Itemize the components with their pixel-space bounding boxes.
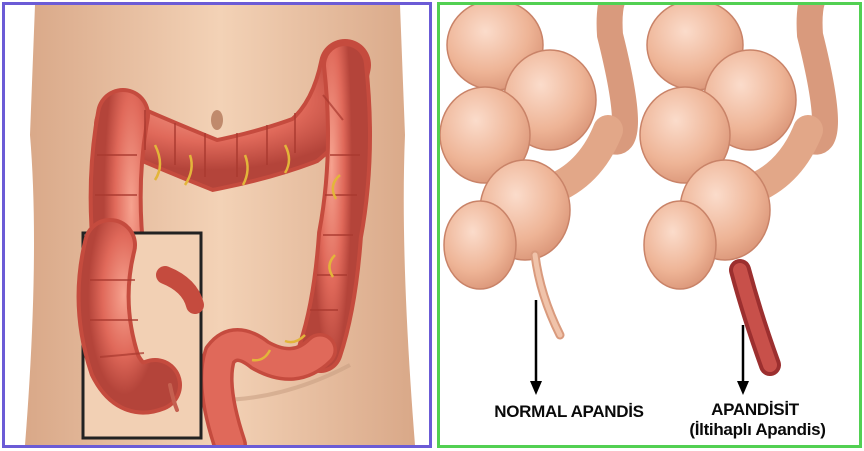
cecum-inset-box xyxy=(83,233,201,438)
abdomen-illustration-panel xyxy=(2,2,432,448)
normal-cecum xyxy=(440,5,625,335)
normal-appendix-label: NORMAL APANDİS xyxy=(474,402,664,422)
inflamed-cecum xyxy=(640,5,825,365)
appendicitis-sublabel: (İltihaplı Apandis) xyxy=(650,420,862,439)
appendix-comparison-illustration xyxy=(440,5,859,445)
abdomen-illustration xyxy=(5,5,429,445)
down-arrow-icon xyxy=(737,325,749,395)
appendicitis-label: APANDİSİT xyxy=(650,400,860,419)
appendix-comparison-panel: NORMAL APANDİS APANDİSİT (İltihaplı Apan… xyxy=(437,2,862,448)
down-arrow-icon xyxy=(530,300,542,395)
navel xyxy=(211,110,223,130)
